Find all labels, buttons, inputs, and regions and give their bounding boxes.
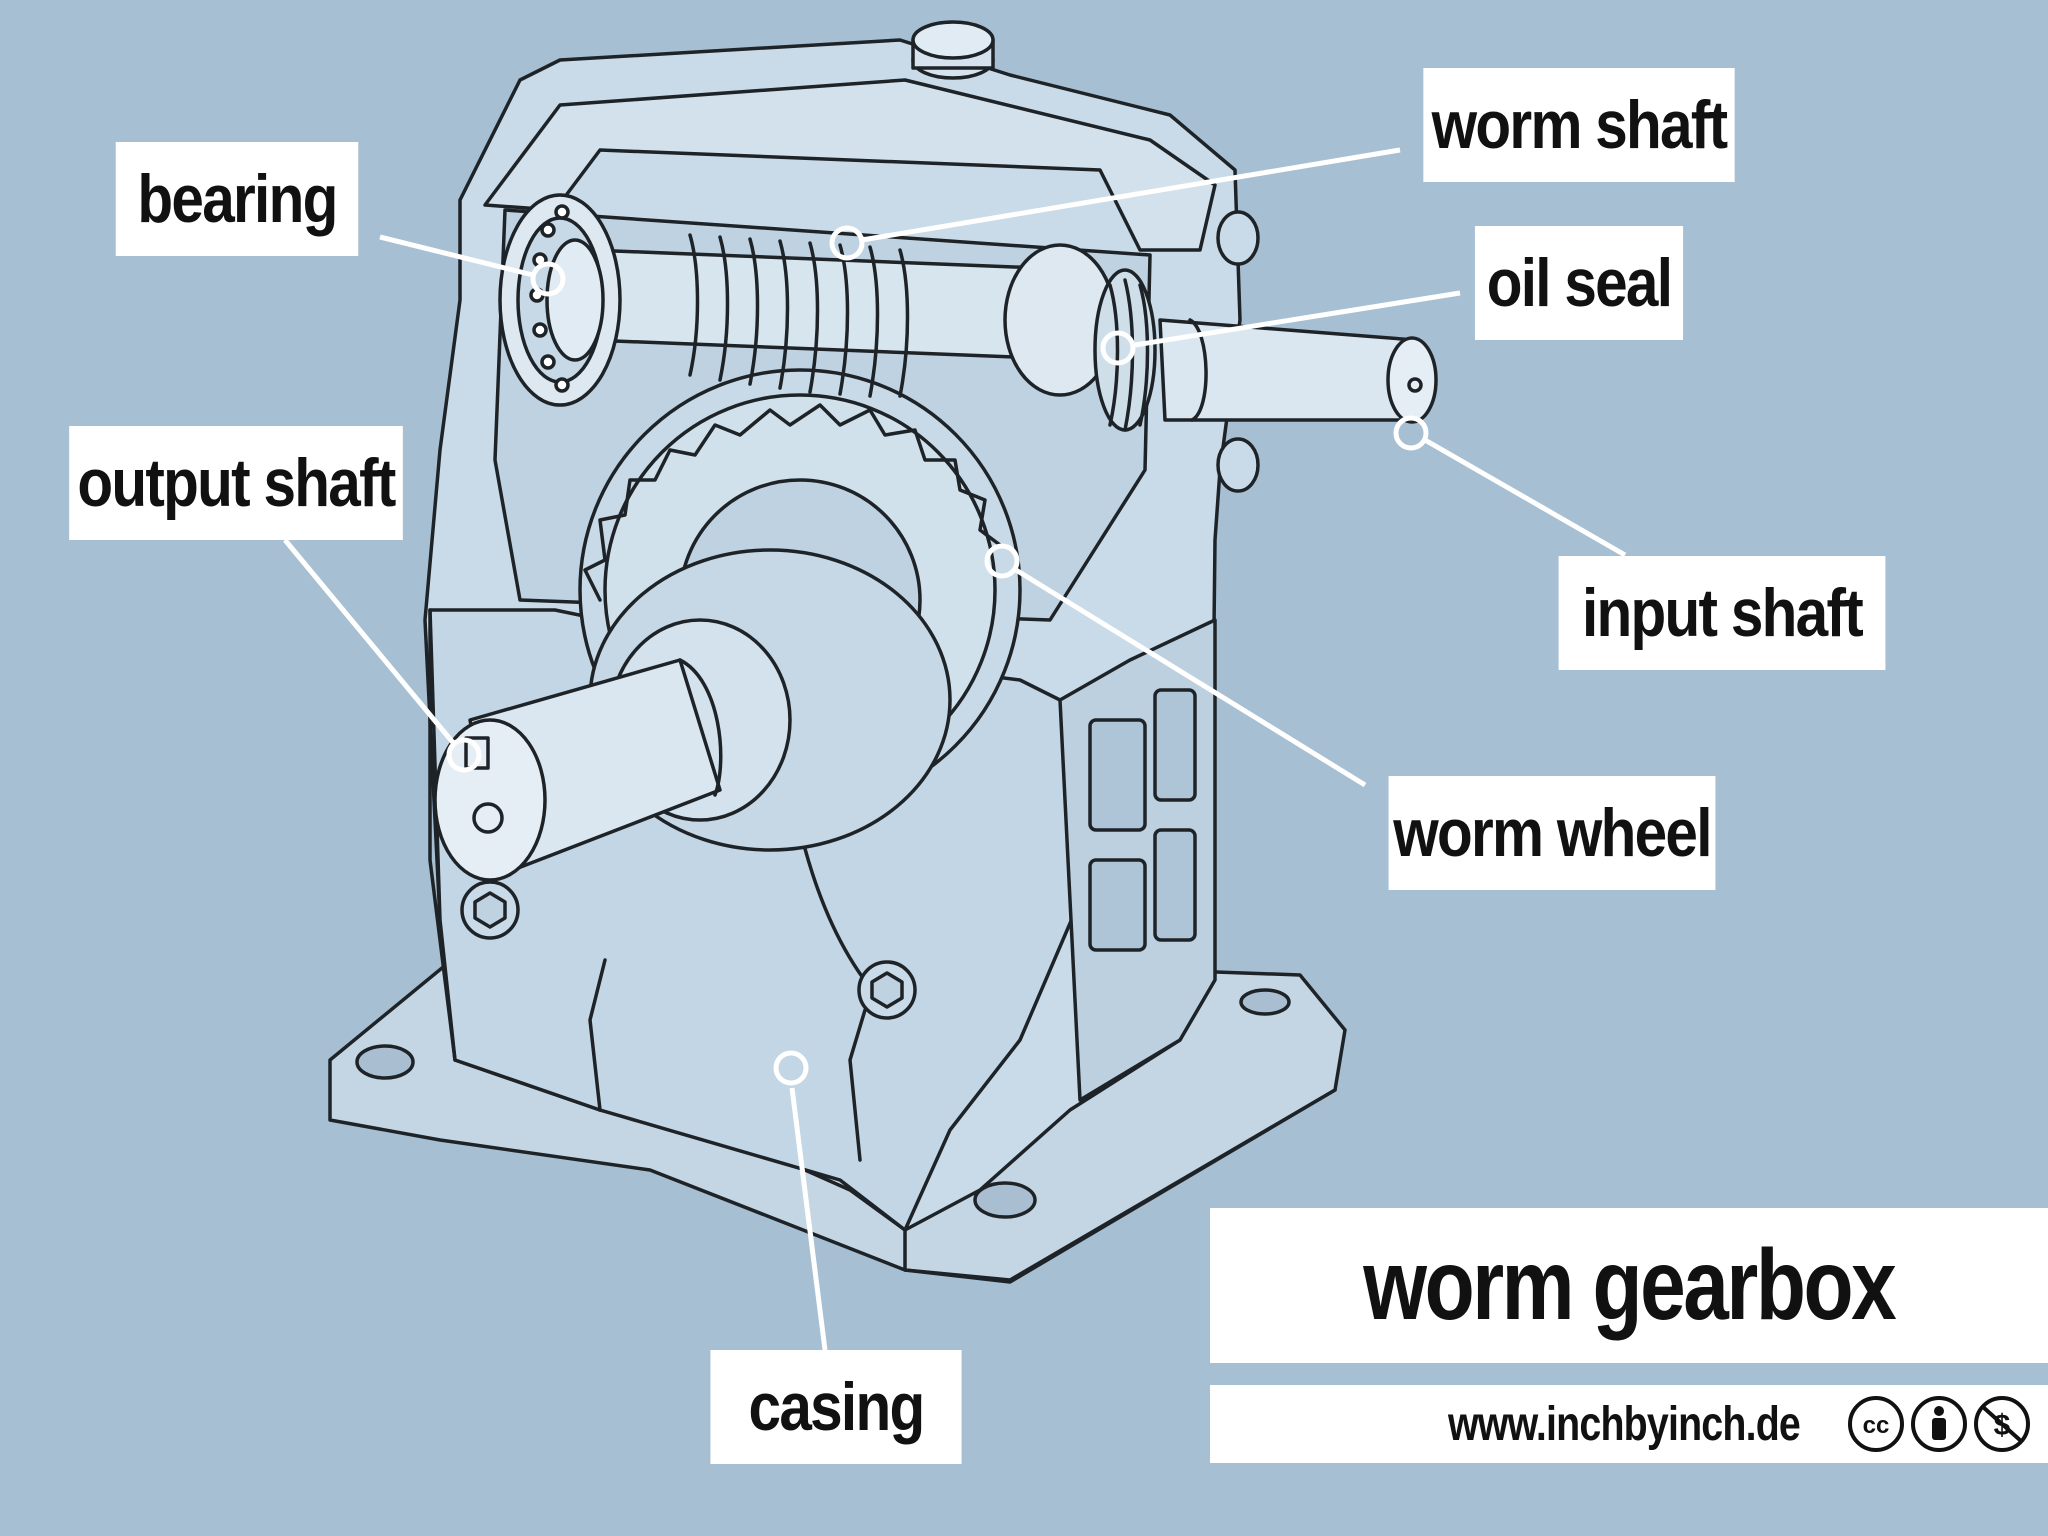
label-output-shaft: output shaft	[69, 426, 403, 540]
base-hole-back	[1239, 988, 1291, 1016]
title-box: worm gearbox	[1210, 1208, 2048, 1363]
bearing-assembly	[498, 193, 622, 407]
base-hole-right	[973, 1181, 1037, 1219]
callout-markers	[446, 225, 1429, 1086]
bolt-front-center	[857, 960, 917, 1020]
casing-rib-2	[848, 1008, 867, 1162]
marker-input-shaft	[1393, 415, 1429, 451]
leader-input-shaft	[1423, 437, 1627, 558]
leader-oil-seal	[1134, 290, 1461, 348]
footer-bar: www.inchbyinch.de cc $	[1210, 1385, 2048, 1463]
label-input-shaft: input shaft	[1558, 556, 1886, 670]
license-icons: cc $	[1848, 1396, 2030, 1452]
bolt-upper-right	[1216, 210, 1260, 266]
leader-output-shaft	[283, 538, 457, 747]
leader-worm-wheel	[1014, 567, 1367, 788]
marker-worm-wheel	[984, 543, 1020, 579]
side-slot-1	[1088, 718, 1147, 832]
leader-lines	[283, 147, 1627, 1351]
diagram-title: worm gearbox	[1363, 1229, 1897, 1341]
marker-oil-seal	[1100, 330, 1136, 366]
side-slot-4	[1153, 828, 1197, 942]
creative-commons-icon: cc	[1848, 1396, 1904, 1452]
oil-seal-ring	[1093, 268, 1157, 432]
side-slot-2	[1088, 858, 1147, 952]
upper-frame	[483, 78, 1217, 252]
svg-text:cc: cc	[1863, 1412, 1890, 1439]
output-shaft-part	[433, 658, 723, 882]
marker-worm-shaft	[829, 225, 865, 261]
attribution-icon	[1911, 1396, 1967, 1452]
base-front-edge	[903, 1088, 1337, 1284]
casing-rib	[588, 958, 607, 1112]
label-casing: casing	[710, 1350, 962, 1464]
input-shaft-part	[1158, 318, 1438, 424]
leader-bearing	[379, 234, 534, 278]
bolt-front-left	[460, 880, 520, 940]
base-hole-left	[355, 1044, 415, 1080]
marker-output-shaft	[446, 737, 482, 773]
label-oil-seal: oil seal	[1474, 226, 1684, 340]
marker-bearing	[530, 261, 566, 297]
casing-front-edge	[428, 608, 457, 1062]
bolt-lower-right	[1216, 437, 1260, 493]
side-slot-3	[1153, 688, 1197, 802]
marker-casing	[773, 1050, 809, 1086]
label-bearing: bearing	[115, 142, 359, 256]
top-plug-cap	[911, 20, 995, 60]
label-worm-wheel: worm wheel	[1388, 776, 1716, 890]
leader-casing	[789, 1087, 828, 1351]
leader-worm-shaft	[861, 147, 1401, 243]
label-worm-shaft: worm shaft	[1423, 68, 1735, 182]
gearbox-illustration	[328, 20, 1438, 1284]
website-link[interactable]: www.inchbyinch.de	[1448, 1398, 1801, 1451]
noncommercial-icon: $	[1974, 1396, 2030, 1452]
